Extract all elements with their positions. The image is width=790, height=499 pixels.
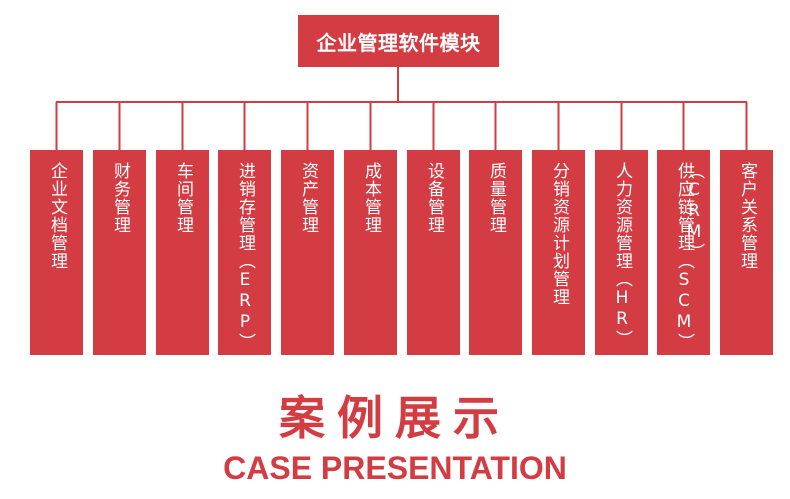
- module-box-hr: 人力资源管理（HR）: [595, 150, 648, 355]
- module-label: 企业文档管理: [47, 162, 67, 270]
- module-box-assets: 资产管理: [281, 150, 334, 355]
- module-label: 人力资源管理（HR）: [612, 162, 632, 348]
- module-box-quality: 质量管理: [469, 150, 522, 355]
- module-label: 资产管理: [298, 162, 318, 234]
- root-module-label: 企业管理软件模块: [316, 30, 481, 55]
- module-box-crm: 客户关系管理（CRM）: [684, 150, 773, 355]
- module-box-finance: 财务管理: [93, 150, 146, 355]
- module-label: 客户关系管理（CRM）: [684, 162, 757, 270]
- module-label: 成本管理: [361, 162, 381, 234]
- module-box-cost: 成本管理: [344, 150, 397, 355]
- module-box-document: 企业文档管理: [30, 150, 83, 355]
- module-label: 质量管理: [486, 162, 506, 234]
- module-label: 供应链管理（SCM）: [674, 162, 694, 351]
- section-title-en: CASE PRESENTATION: [223, 450, 567, 486]
- module-box-erp: 进销存管理（ERP）: [218, 150, 271, 355]
- module-label: 车间管理: [173, 162, 193, 234]
- module-label: 进销存管理（ERP）: [235, 162, 255, 351]
- root-module-box: 企业管理软件模块: [298, 15, 499, 67]
- module-box-scm: 供应链管理（SCM）: [657, 150, 710, 355]
- module-label: 财务管理: [110, 162, 130, 234]
- module-box-workshop: 车间管理: [156, 150, 209, 355]
- module-label: 设备管理: [424, 162, 444, 234]
- module-box-drp: 分销资源计划管理: [532, 150, 585, 355]
- module-label: 分销资源计划管理: [549, 162, 569, 306]
- module-box-equipment: 设备管理: [407, 150, 460, 355]
- section-title-cn: 案例展示: [279, 391, 511, 445]
